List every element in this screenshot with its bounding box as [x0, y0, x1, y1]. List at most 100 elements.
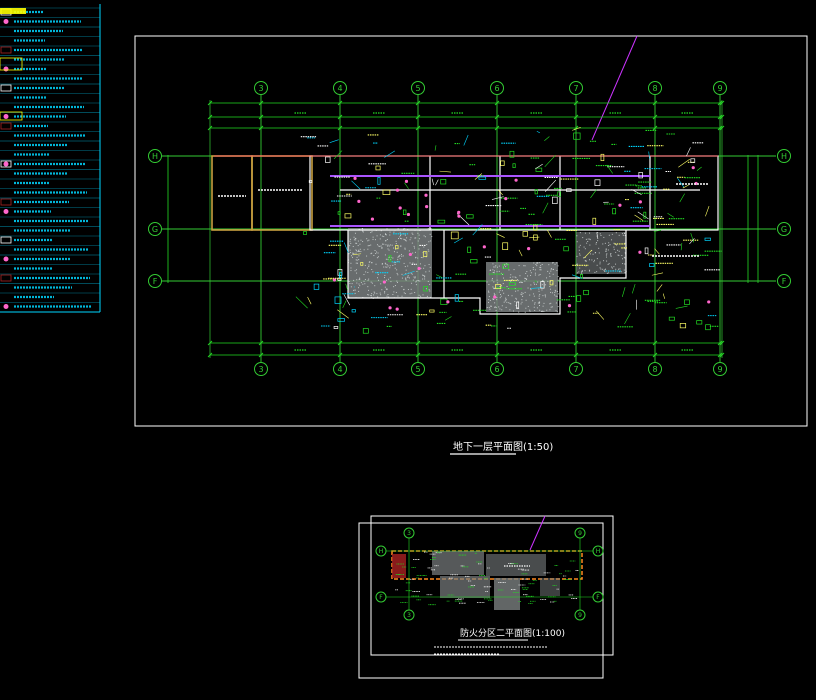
hatch-speck: [541, 264, 543, 266]
leader-glyph: [651, 272, 664, 276]
leader-glyph: [583, 249, 593, 259]
hatch-speck: [362, 228, 364, 230]
leader-glyph: [491, 196, 504, 200]
hatch-speck: [524, 277, 526, 279]
axis-bubble-label: 7: [573, 365, 578, 374]
leader-glyph: [677, 177, 685, 188]
hatch-speck: [501, 305, 503, 307]
hatch-speck: [424, 236, 426, 238]
axis-bubble-label: 6: [494, 84, 499, 93]
hatch-speck: [392, 257, 394, 259]
axis-bubble: [148, 222, 162, 236]
hatch-speck: [546, 277, 548, 279]
hatch-speck: [412, 279, 414, 281]
leader-glyph: [474, 173, 483, 180]
equipment-symbol: [313, 283, 320, 290]
hatch-speck: [404, 293, 406, 295]
hatch-speck: [556, 311, 558, 313]
axis-bubble: [648, 362, 662, 376]
legend-panel: [0, 4, 101, 313]
hatch-speck: [348, 280, 350, 282]
floor-plan-body: [211, 127, 722, 334]
axis-grid-lines: [162, 95, 776, 362]
hatch-speck: [534, 303, 536, 305]
hatch-speck: [509, 279, 511, 281]
hatch-speck: [359, 228, 361, 230]
hatch-speck: [495, 265, 497, 267]
equipment-symbol: [576, 295, 582, 302]
hatch-speck: [354, 232, 356, 234]
axis-bubble-label: G: [781, 225, 787, 234]
hatch-speck: [355, 239, 357, 241]
hatch-speck: [538, 297, 540, 299]
hatch-speck: [583, 257, 585, 259]
hatch-speck: [362, 283, 364, 285]
hatch-speck: [393, 286, 395, 288]
hatch-speck: [398, 238, 400, 240]
hatch-speck: [555, 285, 557, 287]
leader-glyph: [654, 248, 660, 255]
point-marker: [408, 252, 412, 257]
hatch-speck: [362, 231, 364, 233]
hatch-speck: [538, 290, 540, 292]
leader-glyph: [546, 229, 552, 238]
hatch-speck: [532, 300, 534, 302]
hatch-speck: [412, 262, 414, 264]
hatch-speck: [395, 291, 397, 293]
hatch-speck: [604, 242, 606, 244]
hatch-speck: [546, 309, 548, 311]
leader-glyph: [404, 182, 409, 189]
hatch-speck: [412, 233, 414, 235]
hatch-speck: [358, 278, 360, 280]
hatch-speck: [403, 262, 405, 264]
hatch-speck: [401, 277, 403, 279]
leader-glyph: [544, 136, 550, 142]
equipment-symbol: [429, 309, 435, 313]
hatch-speck: [549, 288, 551, 290]
hatch-speck: [410, 288, 412, 290]
hatch-speck: [489, 269, 491, 271]
hatch-speck: [552, 262, 554, 264]
equipment-symbol: [360, 262, 364, 266]
hatch-speck: [494, 307, 496, 309]
hatch-speck: [541, 289, 543, 291]
hatch-speck: [605, 254, 607, 256]
hatch-speck: [375, 253, 377, 255]
hatch-speck: [375, 263, 377, 265]
hatch-speck: [618, 250, 620, 252]
leader-glyph: [606, 164, 613, 174]
hatch-speck: [550, 268, 552, 270]
equipment-symbol: [308, 180, 313, 183]
hatch-speck: [358, 283, 360, 285]
hatch-speck: [384, 286, 386, 288]
axis-bubble: [592, 591, 604, 603]
hatch-speck: [494, 306, 496, 308]
hatch-speck: [585, 260, 587, 262]
hatch-speck: [392, 264, 394, 266]
hatch-speck: [616, 244, 618, 246]
axis-bubble-label: 6: [494, 365, 499, 374]
hatch-speck: [391, 244, 393, 246]
hatch-speck: [429, 233, 431, 235]
axis-bubble: [254, 81, 268, 95]
hatch-speck: [400, 234, 402, 236]
hatch-speck: [496, 271, 498, 273]
leader-glyph: [631, 189, 642, 196]
hatch-speck: [486, 281, 488, 283]
leader-glyph: [648, 151, 650, 159]
axis-bubble: [375, 591, 387, 603]
hatch-speck: [414, 277, 416, 279]
hatch-speck: [367, 286, 369, 288]
hatch-speck: [578, 249, 580, 251]
hatch-speck: [537, 281, 539, 283]
equipment-symbol: [534, 189, 538, 195]
hatch-speck: [530, 272, 532, 274]
hatch-speck: [377, 274, 379, 276]
hatch-speck: [593, 261, 595, 263]
hatch-speck: [623, 256, 625, 258]
hatch-speck: [369, 261, 371, 263]
leader-glyph: [686, 147, 691, 157]
hatch-speck: [368, 294, 370, 296]
hatch-speck: [492, 269, 494, 271]
hatch-speck: [603, 270, 605, 272]
